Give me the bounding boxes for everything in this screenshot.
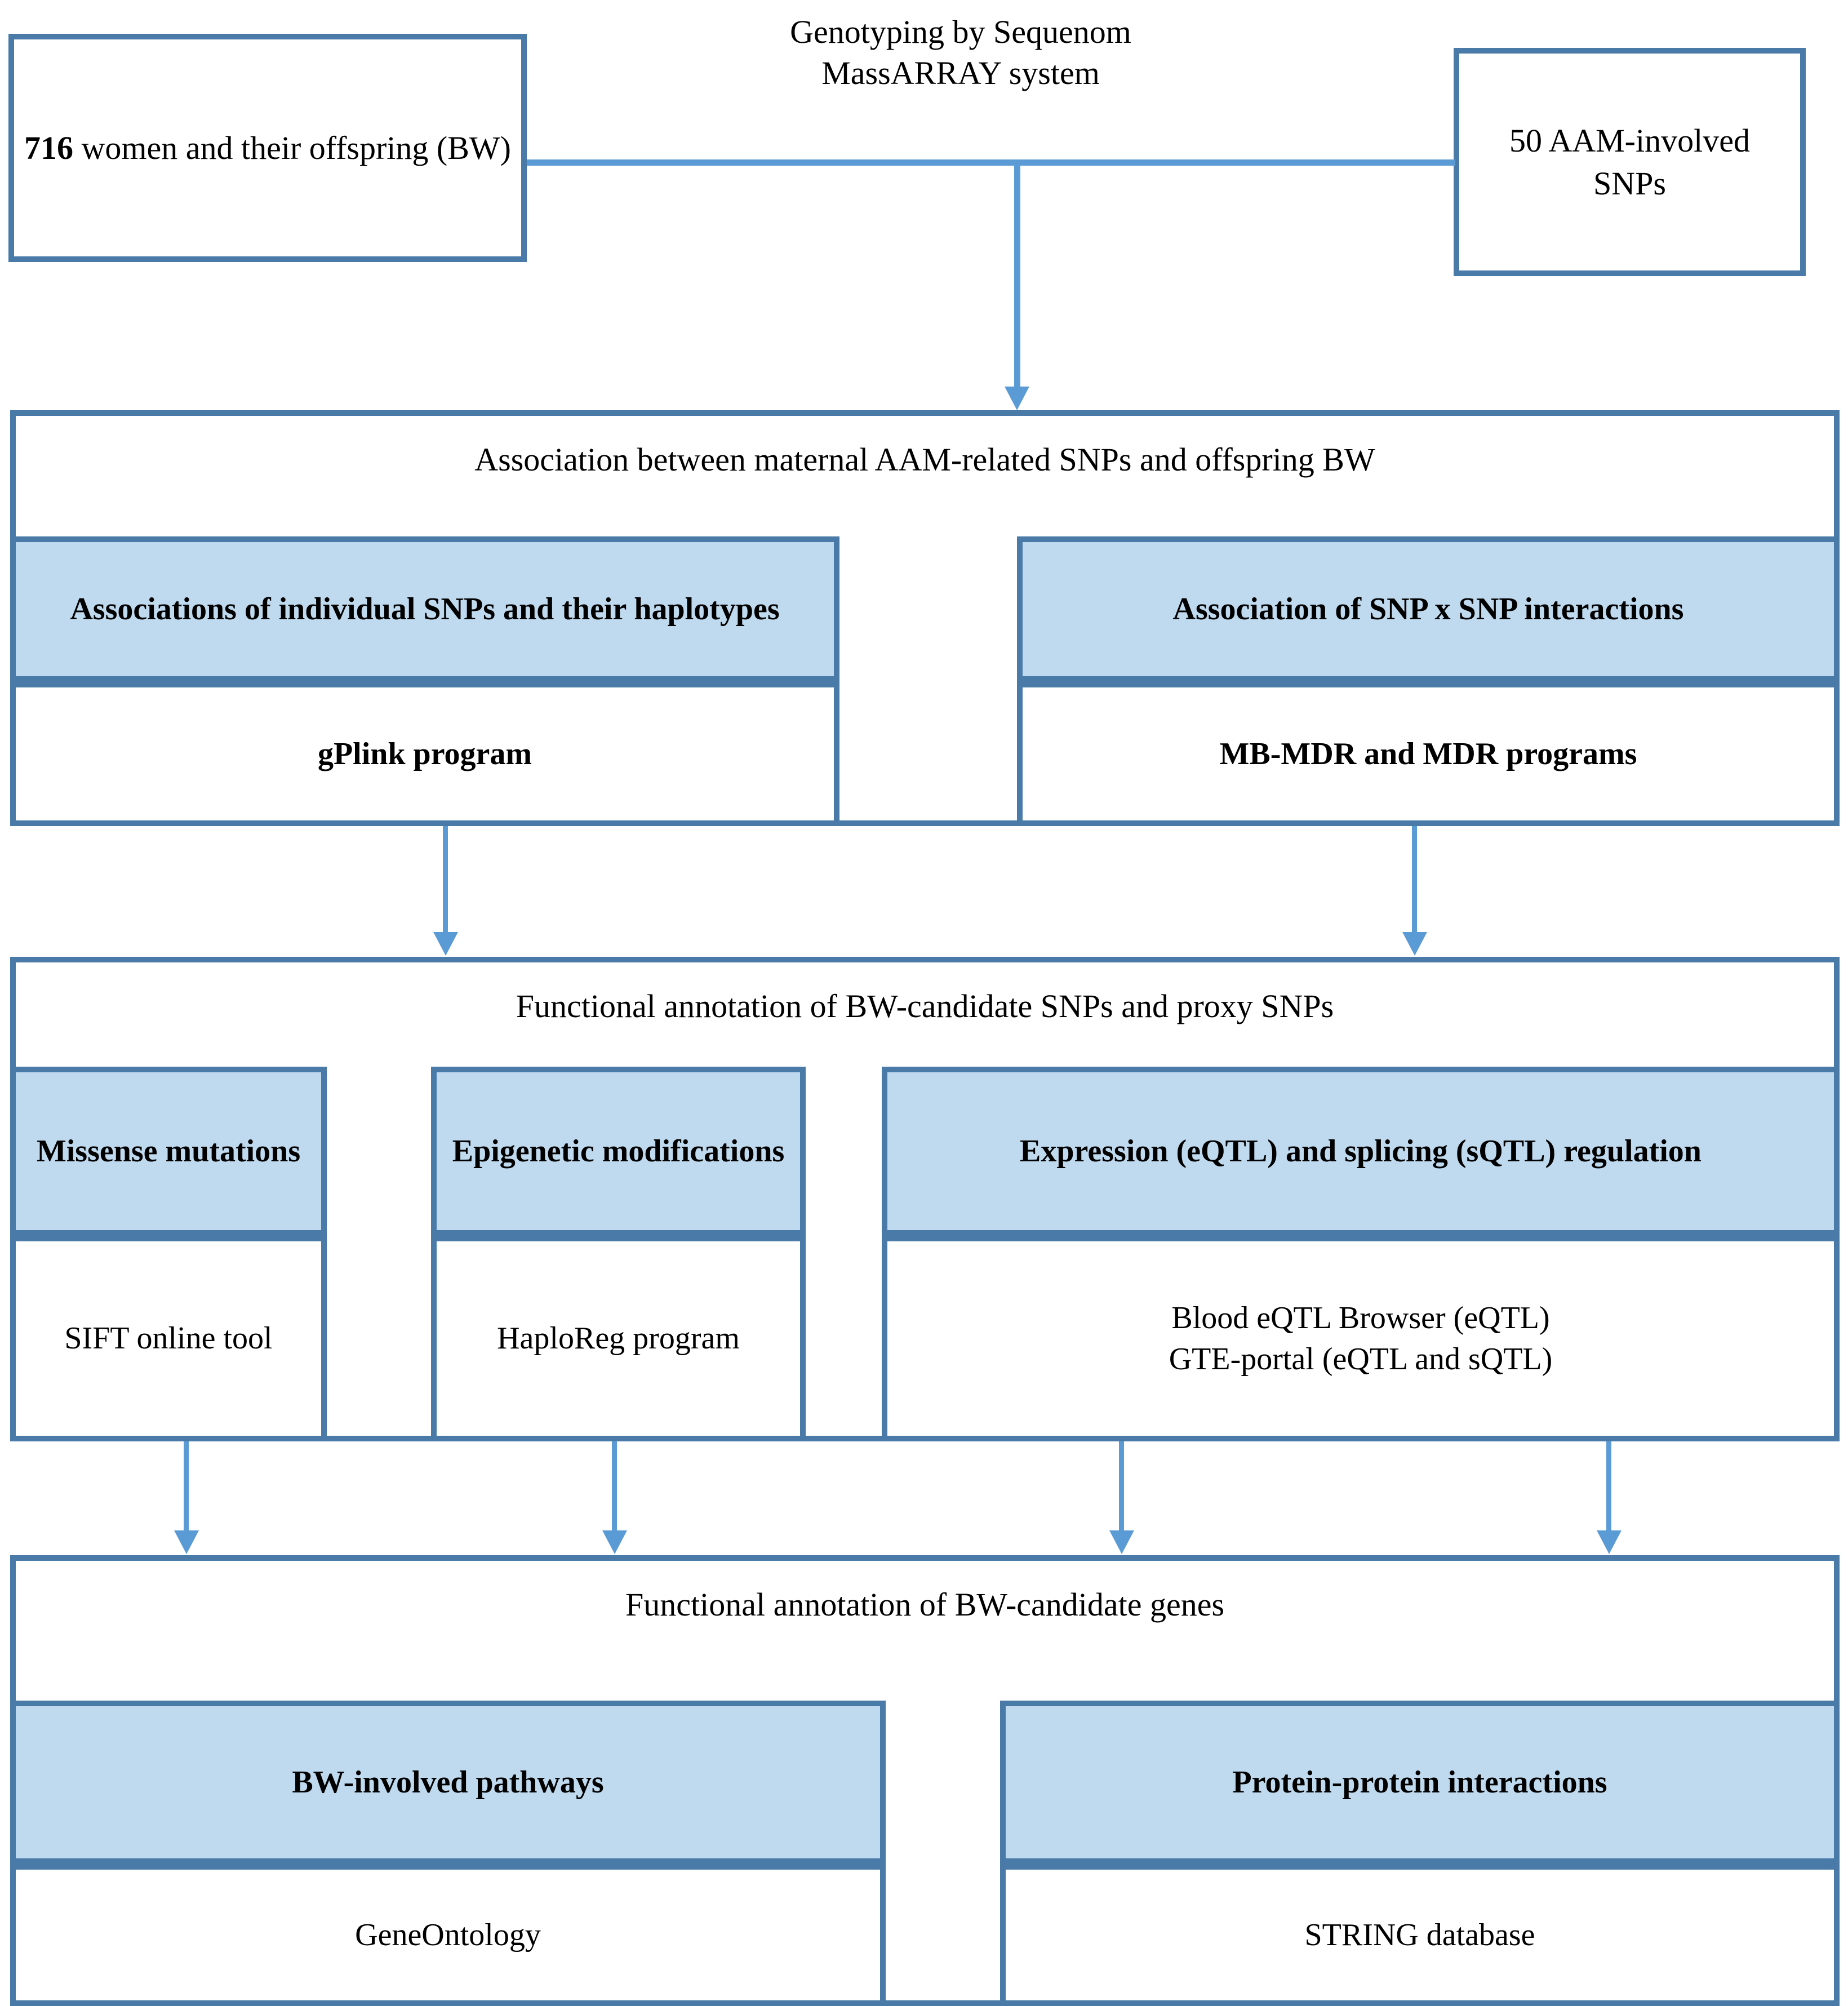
stage3-branch-0-program-text: GeneOntology [355,1917,541,1952]
stage2-branch-1-program-text: HaploReg program [497,1321,740,1356]
stage1-branch-1-program: MB-MDR and MDR programs [1017,682,1840,826]
stage3-branch-1-title-text: Protein-protein interactions [1232,1764,1607,1800]
stage3-branch-0-program: GeneOntology [10,1864,886,2006]
sample-box-text: 716 women and their offspring (BW) [14,127,521,169]
stage3-branch-0-title-text: BW-involved pathways [292,1764,604,1800]
arrow-head-stage2-a [174,1530,199,1554]
arrow-head-stage2-b [602,1530,627,1554]
connector-stage2-d-down [1606,1441,1611,1532]
stage1-branch-1-title-text: Association of SNP x SNP interactions [1172,591,1684,627]
stage2-header: Functional annotation of BW-candidate SN… [516,988,1334,1024]
sample-box: 716 women and their offspring (BW) [8,34,527,262]
stage1-branch-1-program-text: MB-MDR and MDR programs [1219,736,1637,771]
arrow-head-stage1-left [433,932,458,956]
stage3-branch-1-title: Protein-protein interactions [1000,1701,1840,1864]
stage2-branch-0-title: Missense mutations [10,1067,327,1236]
connector-stage1-right-down [1412,826,1417,933]
genotyping-label: Genotyping by Sequenom MassARRAY system [790,14,1131,92]
stage2-branch-1-program: HaploReg program [431,1236,806,1441]
connector-stage2-a-down [184,1441,189,1532]
connector-stage1-left-down [443,826,448,933]
connector-stage2-b-down [612,1441,617,1532]
stage2-branch-0-program-text: SIFT online tool [64,1321,273,1356]
stage2-branch-1-title-text: Epigenetic modifications [452,1133,785,1169]
stage2-branch-2-program: Blood eQTL Browser (eQTL) GTE-portal (eQ… [882,1236,1840,1441]
stage2-branch-0-title-text: Missense mutations [36,1133,301,1169]
stage2-branch-2-title-text: Expression (eQTL) and splicing (sQTL) re… [1020,1133,1702,1169]
stage3-branch-1-program: STRING database [1000,1864,1840,2006]
stage1-branch-0-title: Associations of individual SNPs and thei… [10,536,839,682]
stage1-branch-0-program: gPlink program [10,682,839,826]
sample-desc: women and their offspring (BW) [73,129,511,166]
snps-box: 50 AAM-involved SNPs [1454,48,1806,276]
stage1-header: Association between maternal AAM-related… [474,441,1375,478]
arrow-head-stage1-right [1402,932,1427,956]
connector-sample-to-snps [527,159,1455,166]
sample-count: 716 [24,129,74,166]
arrow-head-to-stage1 [1005,387,1029,410]
stage3-header: Functional annotation of BW-candidate ge… [625,1586,1225,1623]
snps-box-text: 50 AAM-involved SNPs [1509,122,1750,202]
stage1-branch-0-title-text: Associations of individual SNPs and thei… [70,591,780,627]
connector-stage2-c-down [1119,1441,1124,1532]
stage2-branch-0-program: SIFT online tool [10,1236,327,1441]
arrow-head-stage2-c [1109,1530,1134,1554]
stage1-branch-1-title: Association of SNP x SNP interactions [1017,536,1840,682]
stage3-branch-1-program-text: STRING database [1304,1917,1535,1952]
arrow-head-stage2-d [1597,1530,1622,1554]
stage2-branch-2-title: Expression (eQTL) and splicing (sQTL) re… [882,1067,1840,1236]
stage3-branch-0-title: BW-involved pathways [10,1701,886,1864]
stage1-branch-0-program-text: gPlink program [317,736,532,771]
connector-down-to-stage1 [1014,162,1020,388]
stage2-branch-1-title: Epigenetic modifications [431,1067,806,1236]
stage2-branch-2-program-text: Blood eQTL Browser (eQTL) GTE-portal (eQ… [1169,1300,1553,1377]
